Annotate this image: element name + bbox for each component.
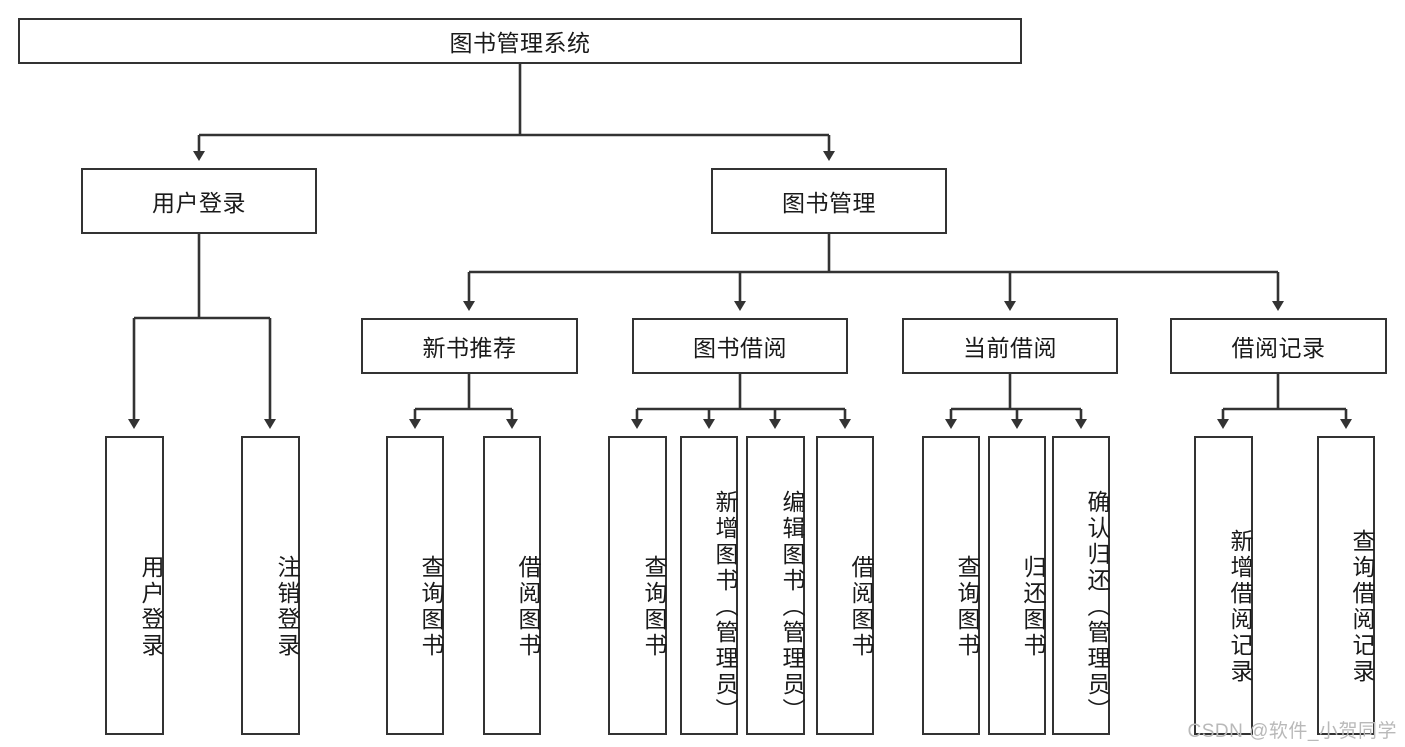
- leaf-user-login[interactable]: 用户登录: [105, 436, 164, 735]
- leaf-edit-book-admin[interactable]: 编辑图书（管理员）: [746, 436, 805, 735]
- leaf-logout-login[interactable]: 注销登录: [241, 436, 300, 735]
- leaf-query-book-current[interactable]: 查询图书: [922, 436, 980, 735]
- leaf-query-book-borrow[interactable]: 查询图书: [608, 436, 667, 735]
- watermark-text: CSDN @软件_小贺同学: [1187, 721, 1397, 742]
- node-new-book-recommend[interactable]: 新书推荐: [361, 318, 578, 374]
- leaf-borrow-book-recommend[interactable]: 借阅图书: [483, 436, 541, 735]
- leaf-query-book-recommend[interactable]: 查询图书: [386, 436, 444, 735]
- node-current-borrow[interactable]: 当前借阅: [902, 318, 1118, 374]
- leaf-add-book-admin[interactable]: 新增图书（管理员）: [680, 436, 738, 735]
- node-book-management[interactable]: 图书管理: [711, 168, 947, 234]
- node-book-borrow[interactable]: 图书借阅: [632, 318, 848, 374]
- node-user-login[interactable]: 用户登录: [81, 168, 317, 234]
- leaf-add-borrow-record[interactable]: 新增借阅记录: [1194, 436, 1253, 735]
- leaf-return-book[interactable]: 归还图书: [988, 436, 1046, 735]
- leaf-confirm-return-admin[interactable]: 确认归还（管理员）: [1052, 436, 1110, 735]
- leaf-borrow-book[interactable]: 借阅图书: [816, 436, 874, 735]
- leaf-query-borrow-record[interactable]: 查询借阅记录: [1317, 436, 1375, 735]
- node-borrow-record[interactable]: 借阅记录: [1170, 318, 1387, 374]
- node-root-system[interactable]: 图书管理系统: [18, 18, 1022, 64]
